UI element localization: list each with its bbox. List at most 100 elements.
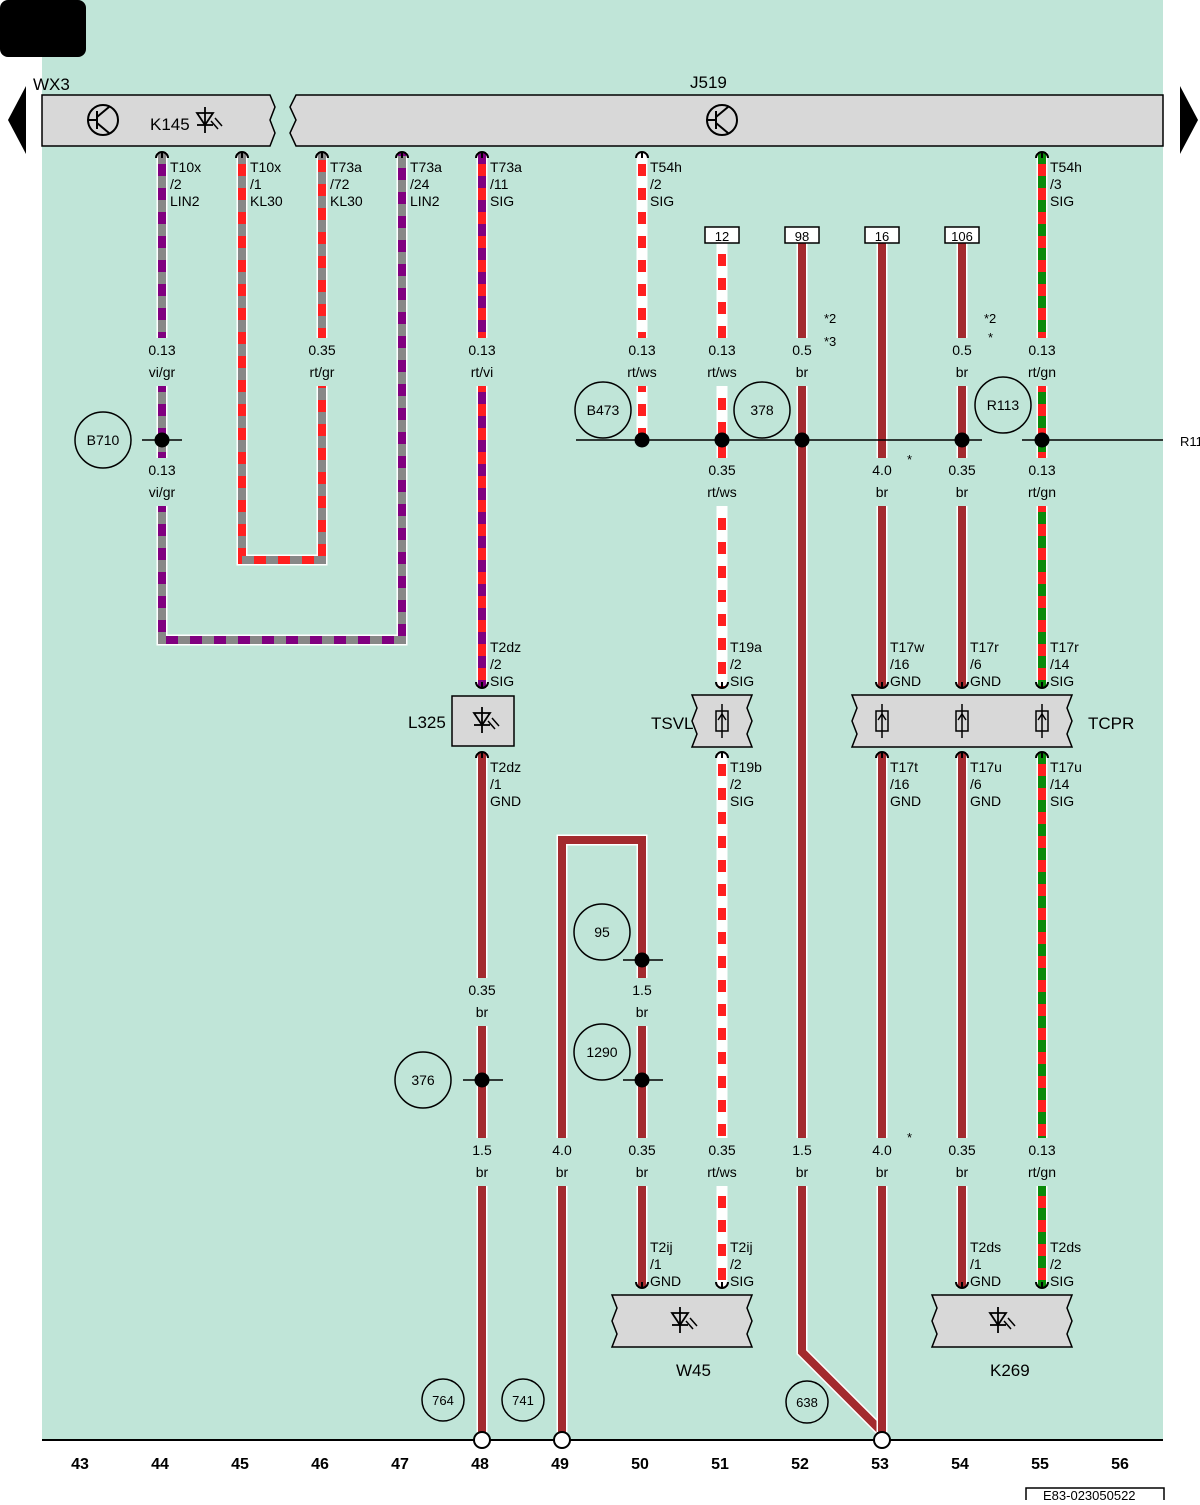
footer-code: E83-023050522 xyxy=(1043,1488,1136,1500)
pin-label-line: T54h xyxy=(650,159,682,175)
wire-size: 0.13 xyxy=(148,342,175,358)
footnotes: *2*3*2*** xyxy=(824,311,996,1145)
pin-label-line: /2 xyxy=(730,1256,742,1272)
column-number: 54 xyxy=(951,1456,969,1473)
splice-378: 378 xyxy=(733,381,791,439)
pin-label-line: SIG xyxy=(1050,673,1074,689)
component-k269-box xyxy=(930,1294,1074,1348)
wire-size: 4.0 xyxy=(552,1142,572,1158)
component-k145-bar xyxy=(41,94,276,147)
wire-color-code: rt/ws xyxy=(707,364,737,380)
wire-labels: 0.13vi/gr0.13vi/gr0.35rt/gr0.13rt/vi0.13… xyxy=(140,338,1064,1186)
led-icon xyxy=(472,707,500,733)
wire-color-code: br xyxy=(956,364,969,380)
wire-color-code: rt/gr xyxy=(310,364,335,380)
wire-color-code: br xyxy=(876,484,889,500)
wire-color-code: br xyxy=(636,1004,649,1020)
splice-638: 638 xyxy=(785,1380,829,1424)
wire-size: 0.35 xyxy=(948,1142,975,1158)
wire-color-code: rt/gn xyxy=(1028,484,1056,500)
wire-br-52 xyxy=(796,242,886,1436)
pin-label-line: T54h xyxy=(1050,159,1082,175)
component-k269-label: K269 xyxy=(990,1361,1030,1380)
component-j519-label: J519 xyxy=(690,73,727,92)
pin-label-line: /1 xyxy=(650,1256,662,1272)
wire-color-code: br xyxy=(476,1164,489,1180)
wire-size: 0.5 xyxy=(952,342,972,358)
pin-label-line: T17u xyxy=(970,759,1002,775)
splice-label: 95 xyxy=(594,924,610,940)
pin-label-line: /2 xyxy=(730,776,742,792)
component-j519-bar xyxy=(289,94,1164,147)
pin-label-line: SIG xyxy=(650,193,674,209)
pin-label-line: T2dz xyxy=(490,639,521,655)
pin-labels: T10x/2LIN2T10x/1KL30T73a/72KL30T73a/24LI… xyxy=(170,159,1082,1289)
wire-color-code: br xyxy=(796,1164,809,1180)
column-number: 56 xyxy=(1111,1456,1129,1473)
pin-label-line: LIN2 xyxy=(170,193,200,209)
pin-label-line: LIN2 xyxy=(410,193,440,209)
pin-label-line: GND xyxy=(890,793,921,809)
wire-size: 1.5 xyxy=(632,982,652,998)
wire-label-c48-e: 1.5br xyxy=(460,1138,504,1186)
column-number: 55 xyxy=(1031,1456,1049,1473)
column-number: 50 xyxy=(631,1456,649,1473)
pin-label-line: SIG xyxy=(1050,793,1074,809)
pin-label-line: KL30 xyxy=(330,193,363,209)
splice-label: 376 xyxy=(411,1072,435,1088)
connector-box-label: 98 xyxy=(795,229,809,244)
wire-label-c50-c: 1.5 br xyxy=(620,978,664,1026)
pin-label-line: /3 xyxy=(1050,176,1062,192)
wire-label-c54-a: 0.5 br xyxy=(940,338,984,386)
wire-color-code: br xyxy=(556,1164,569,1180)
pin-label-line: /2 xyxy=(650,176,662,192)
component-tcpr-label: TCPR xyxy=(1088,714,1134,733)
wire-color-code: rt/gn xyxy=(1028,364,1056,380)
pin-label-line: /1 xyxy=(490,776,502,792)
connector-box-label: 12 xyxy=(715,229,729,244)
nav-right-arrow-icon[interactable] xyxy=(1180,86,1198,154)
footnote-marker: *2 xyxy=(824,311,836,326)
nav-left-arrow-icon[interactable] xyxy=(8,86,26,154)
column-number: 53 xyxy=(871,1456,889,1473)
pin-label-line: T17r xyxy=(970,639,999,655)
component-l325-label: L325 xyxy=(408,713,446,732)
junction-dots xyxy=(154,432,1050,1088)
pin-label-line: SIG xyxy=(490,673,514,689)
connector-box-label: 16 xyxy=(875,229,889,244)
pin-label-line: T73a xyxy=(490,159,522,175)
wire-color-code: rt/ws xyxy=(707,1164,737,1180)
column-number: 52 xyxy=(791,1456,809,1473)
column-number: 51 xyxy=(711,1456,729,1473)
splice-764: 764 xyxy=(421,1378,465,1422)
component-wx3-label: WX3 xyxy=(33,75,70,94)
pin-label-line: /2 xyxy=(490,656,502,672)
ground-terminals xyxy=(473,1431,891,1449)
wire-size: 0.13 xyxy=(1028,342,1055,358)
splice-1290: 1290 xyxy=(573,1023,631,1081)
pin-label-line: /6 xyxy=(970,776,982,792)
splice-376: 376 xyxy=(394,1051,452,1109)
column-number: 43 xyxy=(71,1456,89,1473)
splice-label: 741 xyxy=(512,1393,534,1408)
pin-label-line: /14 xyxy=(1050,776,1070,792)
splice-label: 1290 xyxy=(586,1044,617,1060)
wire-color-code: vi/gr xyxy=(149,484,176,500)
pin-label-line: SIG xyxy=(730,673,754,689)
